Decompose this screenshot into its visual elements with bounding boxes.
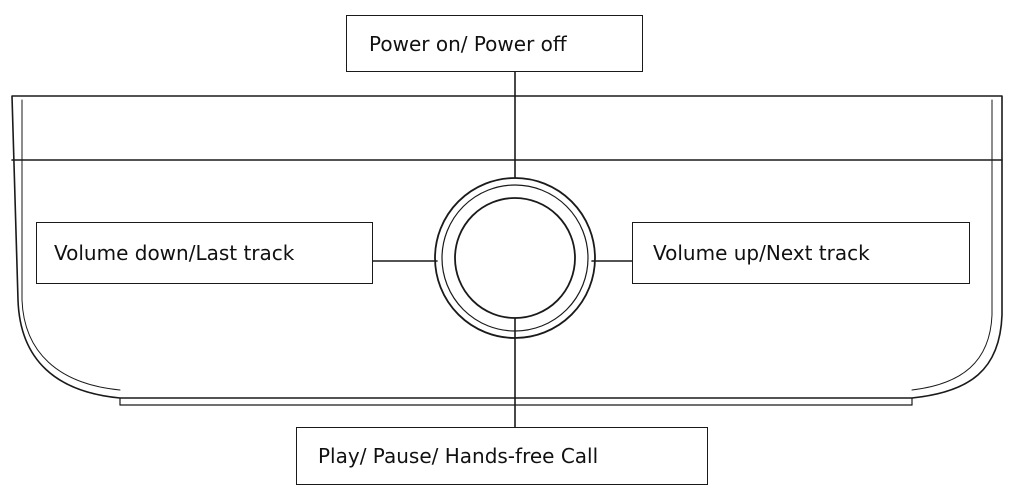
volume-up-label-box: Volume up/Next track — [632, 222, 970, 284]
volume-down-label-box: Volume down/Last track — [36, 222, 373, 284]
play-label-box: Play/ Pause/ Hands-free Call — [296, 427, 708, 485]
control-button-ring-inner-edge — [441, 184, 589, 332]
device-body-outline — [11, 95, 1003, 399]
power-label-box: Power on/ Power off — [346, 15, 643, 72]
device-body-inner-edge — [21, 99, 993, 391]
power-label: Power on/ Power off — [369, 31, 567, 56]
volume-up-label: Volume up/Next track — [653, 241, 870, 265]
volume-down-label: Volume down/Last track — [54, 241, 295, 265]
play-label: Play/ Pause/ Hands-free Call — [318, 444, 599, 468]
control-button-outer-ring — [434, 177, 596, 339]
control-button[interactable] — [454, 197, 576, 319]
